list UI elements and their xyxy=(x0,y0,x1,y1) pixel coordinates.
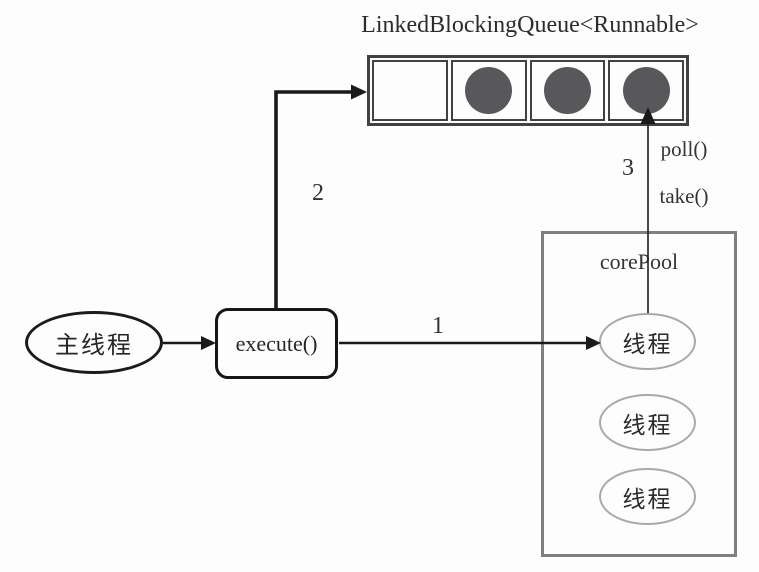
queue-cell xyxy=(529,60,606,121)
main-thread-node: 主线程 xyxy=(25,311,163,374)
queue-cell xyxy=(608,60,684,121)
thread-node: 线程 xyxy=(599,394,696,451)
arrow-main-to-execute-icon xyxy=(163,336,216,350)
arrow-label-step1: 1 xyxy=(432,313,444,339)
thread-node: 线程 xyxy=(599,313,696,370)
arrow-label-step3: 3 xyxy=(622,155,634,181)
task-circle-icon xyxy=(622,67,670,114)
thread-node: 线程 xyxy=(599,468,696,525)
queue-cell xyxy=(450,60,527,121)
arrow-label-step2: 2 xyxy=(312,180,324,206)
core-pool-box: corePool xyxy=(541,231,737,557)
task-circle-icon xyxy=(465,67,513,114)
queue-cell xyxy=(372,60,448,121)
poll-label: poll() xyxy=(660,137,708,161)
execute-node: execute() xyxy=(215,308,338,379)
task-queue xyxy=(367,55,689,126)
core-pool-label: corePool xyxy=(599,249,679,274)
take-label: take() xyxy=(659,184,709,208)
queue-title: LinkedBlockingQueue<Runnable> xyxy=(361,12,699,38)
task-circle-icon xyxy=(543,67,591,114)
